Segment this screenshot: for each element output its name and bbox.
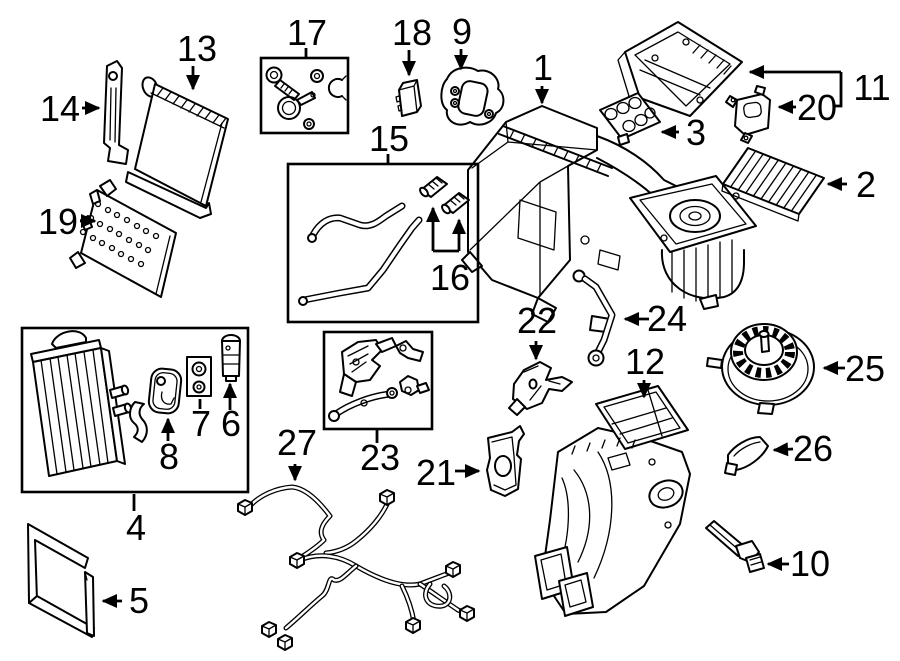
crank-lower <box>399 375 430 396</box>
part-8-mounting-plate[interactable] <box>147 367 183 415</box>
part-5-seal-frame[interactable] <box>27 523 95 638</box>
callout-8[interactable]: 8 <box>159 436 179 477</box>
callout-10[interactable]: 10 <box>790 543 830 584</box>
part-14-mounting-bracket[interactable] <box>103 60 129 165</box>
part-6-expansion-valve[interactable] <box>221 334 241 382</box>
crank-upper <box>395 340 424 362</box>
connector <box>261 621 277 638</box>
callout-17[interactable]: 17 <box>287 12 327 53</box>
part-2-cabin-air-filter[interactable] <box>721 147 825 222</box>
part-10-temperature-sensor[interactable] <box>705 520 765 573</box>
part-23-linkage-kit-box[interactable] <box>322 330 434 431</box>
part-15-pipe-kit-box[interactable] <box>286 162 480 324</box>
part-13-heater-core[interactable] <box>125 75 229 219</box>
callout-labels: 1 2 3 4 5 6 7 8 9 10 11 12 13 14 15 16 1… <box>38 11 891 621</box>
connector <box>237 499 253 516</box>
callout-20[interactable]: 20 <box>797 87 837 128</box>
callout-27[interactable]: 27 <box>277 422 317 463</box>
callout-18[interactable]: 18 <box>392 12 432 53</box>
part-22-bracket[interactable] <box>508 361 573 416</box>
part-18-connector-block[interactable] <box>395 79 422 117</box>
callout-4[interactable]: 4 <box>126 507 146 548</box>
part-11-air-intake-cover[interactable] <box>617 21 743 117</box>
callout-12[interactable]: 12 <box>625 341 665 382</box>
link-arm <box>328 387 398 422</box>
connector <box>277 634 293 651</box>
main-lever <box>339 337 397 397</box>
callout-2[interactable]: 2 <box>856 164 876 205</box>
bolt <box>265 66 300 101</box>
callout-24[interactable]: 24 <box>647 298 687 339</box>
callout-21[interactable]: 21 <box>416 452 456 493</box>
callout-3[interactable]: 3 <box>686 112 706 153</box>
callout-11[interactable]: 11 <box>853 67 890 108</box>
part-25-blower-motor[interactable] <box>706 323 815 415</box>
callout-13[interactable]: 13 <box>177 28 217 69</box>
part-7-grommet-set[interactable] <box>186 356 212 397</box>
clamp-bracket <box>129 401 148 443</box>
part-12-distribution-housing[interactable] <box>534 385 691 617</box>
heater-pipe-lower <box>298 216 423 306</box>
callout-1[interactable]: 1 <box>533 47 553 88</box>
washer <box>310 69 324 83</box>
connector <box>289 552 305 569</box>
callout-9[interactable]: 9 <box>452 11 472 52</box>
heater-pipe-upper <box>307 202 406 243</box>
callout-23[interactable]: 23 <box>360 437 400 478</box>
part-4-evaporator-kit-box[interactable] <box>20 326 250 494</box>
o-ring-clamp <box>277 91 316 120</box>
part-20-actuator[interactable] <box>725 85 771 144</box>
callout-19[interactable]: 19 <box>38 201 78 242</box>
leader-lines <box>80 48 847 608</box>
evaporator-core <box>30 330 133 477</box>
connector <box>445 561 461 578</box>
part-21-bracket-plate[interactable] <box>486 425 525 497</box>
part-24-link-rod[interactable] <box>572 269 616 367</box>
callout-25[interactable]: 25 <box>845 348 885 389</box>
callout-6[interactable]: 6 <box>221 403 241 444</box>
part-19-perforated-plate[interactable] <box>69 179 177 298</box>
washer-small <box>303 118 315 130</box>
callout-22[interactable]: 22 <box>517 300 557 341</box>
part-9-flange-seal[interactable] <box>440 66 505 126</box>
callout-14[interactable]: 14 <box>40 88 80 129</box>
callout-7[interactable]: 7 <box>191 403 211 444</box>
callout-26[interactable]: 26 <box>793 428 833 469</box>
part-3-seal-strip[interactable] <box>599 92 661 146</box>
callout-5[interactable]: 5 <box>129 580 149 621</box>
callout-15[interactable]: 15 <box>369 118 409 159</box>
callout-16[interactable]: 16 <box>430 257 470 298</box>
connector <box>379 489 395 506</box>
part-17-hardware-kit-box[interactable] <box>259 56 350 135</box>
part-16-couplers[interactable] <box>418 176 470 215</box>
connector <box>405 617 421 634</box>
connector <box>459 605 475 622</box>
part-26-cover-scoop[interactable] <box>724 436 769 476</box>
retaining-clip <box>327 75 347 101</box>
part-27-wiring-harness[interactable] <box>237 484 475 651</box>
